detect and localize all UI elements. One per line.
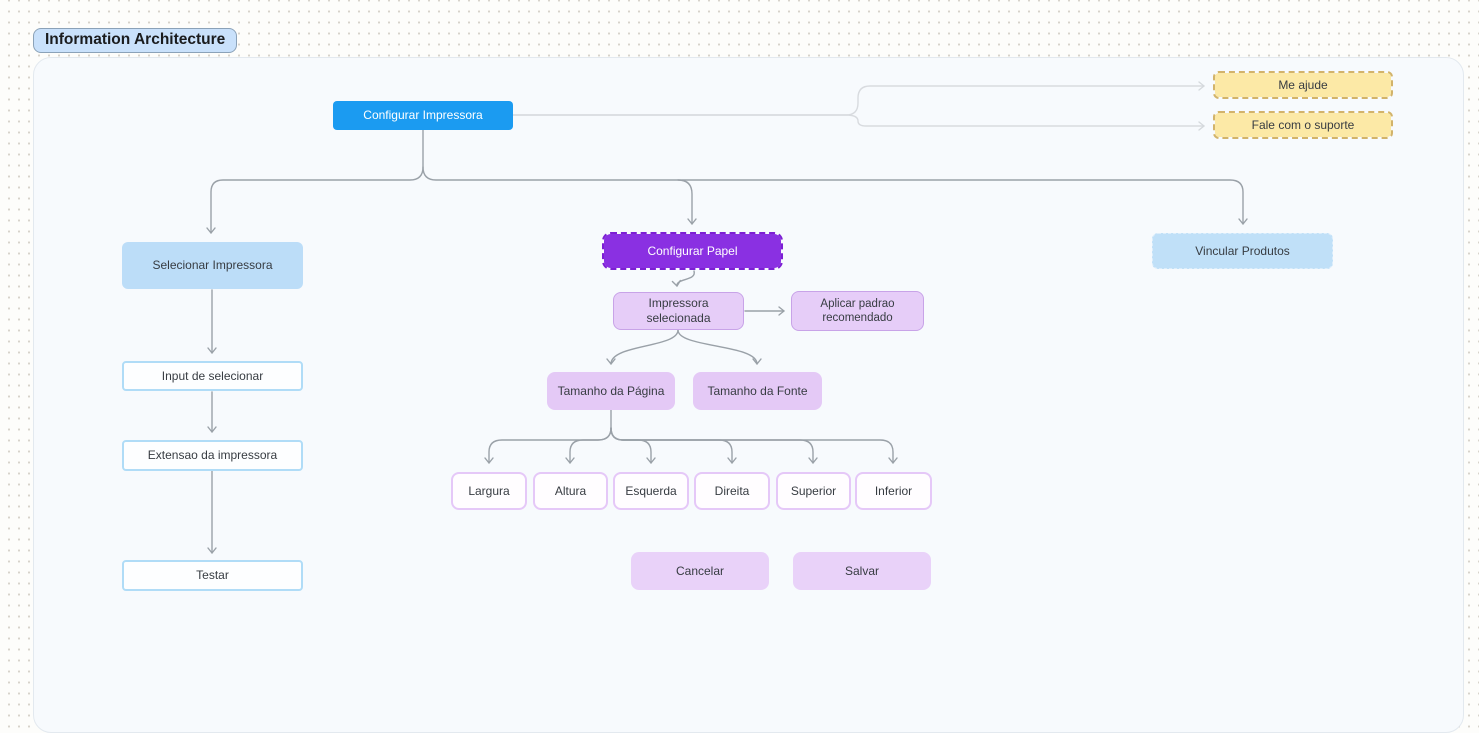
- node-altura[interactable]: Altura: [533, 472, 608, 510]
- node-testar[interactable]: Testar: [122, 560, 303, 591]
- board-title[interactable]: Information Architecture: [33, 28, 238, 53]
- node-configurar-impressora[interactable]: Configurar Impressora: [333, 101, 513, 130]
- node-cancelar-button[interactable]: Cancelar: [631, 552, 769, 590]
- node-vincular-produtos[interactable]: Vincular Produtos: [1152, 233, 1333, 269]
- node-tamanho-da-fonte[interactable]: Tamanho da Fonte: [693, 372, 822, 410]
- node-inferior[interactable]: Inferior: [855, 472, 932, 510]
- node-me-ajude[interactable]: Me ajude: [1213, 71, 1393, 99]
- node-configurar-papel-selected[interactable]: Configurar Papel: [602, 232, 783, 270]
- node-extensao-da-impressora[interactable]: Extensao da impressora: [122, 440, 303, 471]
- node-selecionar-impressora[interactable]: Selecionar Impressora: [122, 242, 303, 289]
- node-tamanho-da-pagina[interactable]: Tamanho da Página: [547, 372, 675, 410]
- node-input-de-selecionar[interactable]: Input de selecionar: [122, 361, 303, 391]
- node-superior[interactable]: Superior: [776, 472, 851, 510]
- node-impressora-selecionada[interactable]: Impressora selecionada: [613, 292, 744, 330]
- node-direita[interactable]: Direita: [694, 472, 770, 510]
- node-aplicar-padrao-recomendado[interactable]: Aplicar padrao recomendado: [791, 291, 924, 331]
- node-salvar-button[interactable]: Salvar: [793, 552, 931, 590]
- node-largura[interactable]: Largura: [451, 472, 527, 510]
- node-fale-com-o-suporte[interactable]: Fale com o suporte: [1213, 111, 1393, 139]
- node-esquerda[interactable]: Esquerda: [613, 472, 689, 510]
